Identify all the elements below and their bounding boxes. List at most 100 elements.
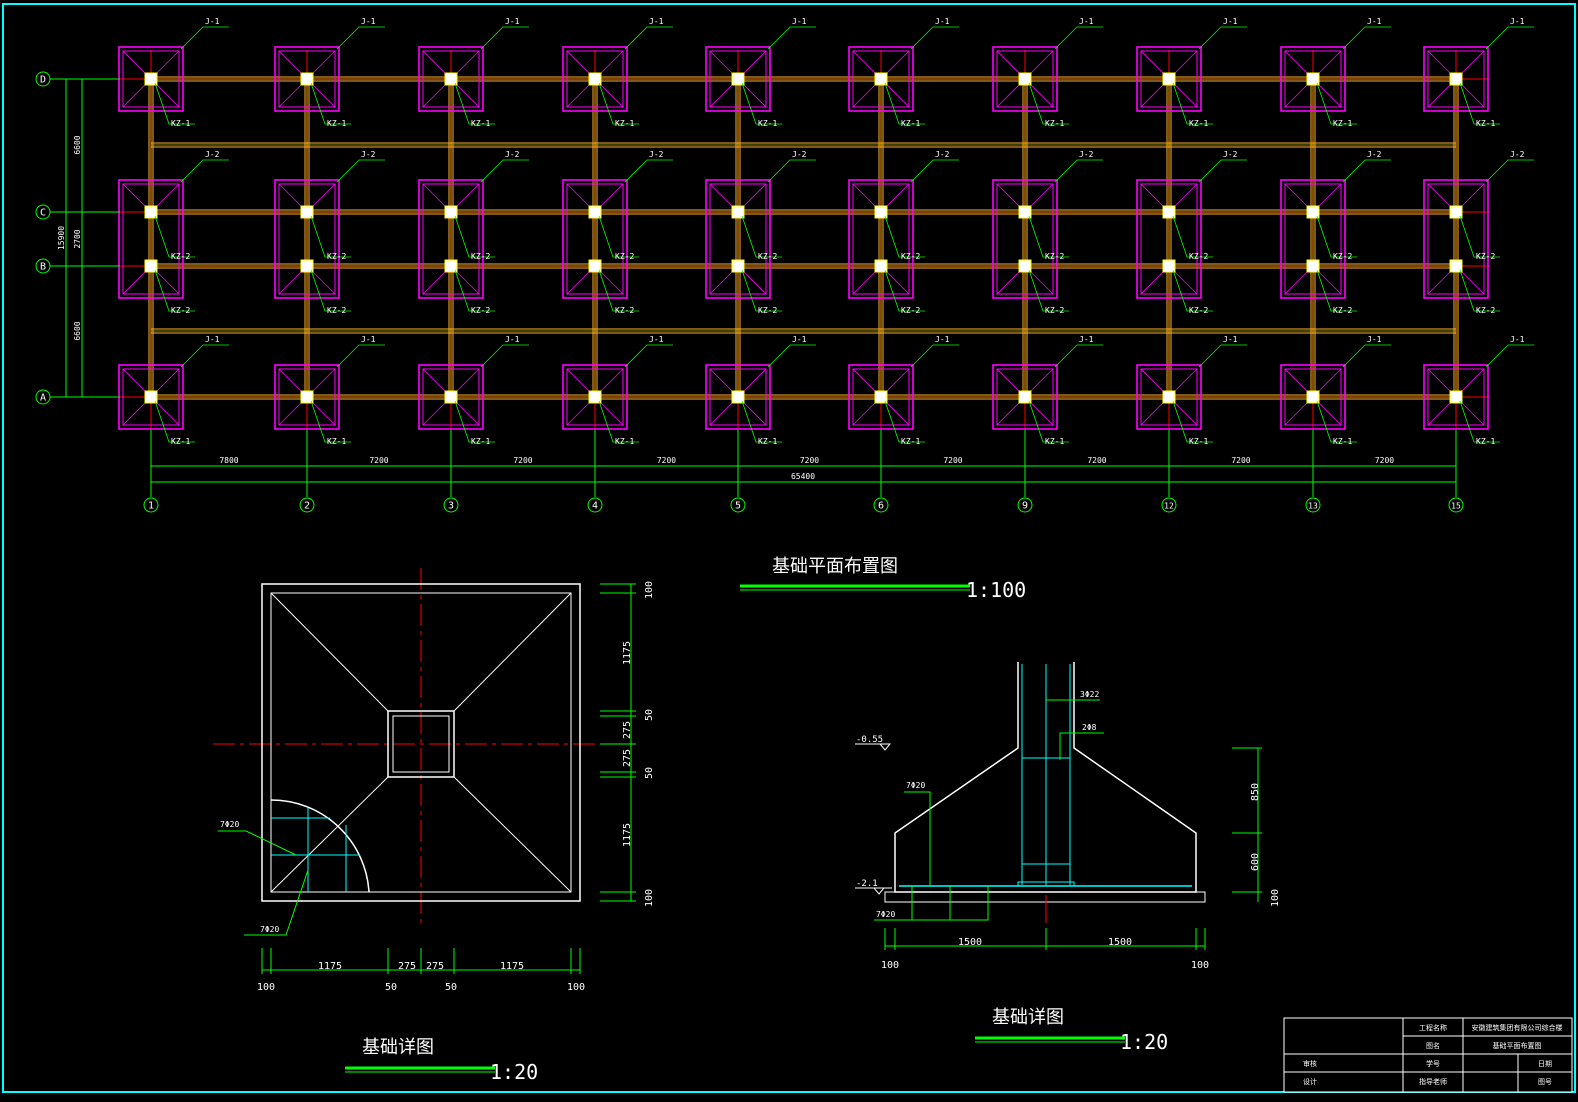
footing-mid-3-diag-2 (598, 183, 624, 209)
footing-bot-9-outer (1423, 364, 1489, 430)
footing-bot-5-diag-3 (852, 400, 878, 426)
dim-bottom-275b: 275 (426, 961, 444, 972)
section-dim-half-left: 1500 (958, 937, 982, 948)
col-dim-span-5: 7200 (943, 456, 962, 465)
footing-top-8-diag-2 (1316, 50, 1342, 76)
tb-drawing-value: 基础平面布置图 (1493, 1041, 1542, 1050)
footing-top-1-inner (278, 50, 336, 108)
column-outline-outer (387, 710, 455, 778)
column-label-mid1-9: KZ-2 (1045, 252, 1064, 261)
footing-mid-6-diag-4 (1028, 269, 1054, 295)
section-cushion (884, 891, 1206, 903)
column-leader-top-6 (884, 82, 925, 125)
foundation-plan: J-1J-2J-1KZ-1KZ-2KZ-2KZ-1J-1J-2J-1KZ-1KZ… (35, 17, 1534, 513)
column-label-bot-6: KZ-1 (901, 437, 920, 446)
column-6-B (874, 259, 888, 273)
row-bubble-label-B: B (40, 262, 46, 273)
column-label-top-2: KZ-1 (327, 119, 346, 128)
footing-mid-5-diag-2 (884, 183, 910, 209)
footing-bot-9-diag-4 (1459, 400, 1485, 426)
column-13-A (1306, 390, 1320, 404)
column-4-C (588, 205, 602, 219)
tb-row2-c: 图号 (1538, 1078, 1552, 1086)
col-bubble-6 (873, 497, 889, 513)
column-1-D (144, 72, 158, 86)
column-leader-mid2-4 (598, 269, 639, 312)
footing-top-9-outer (1423, 46, 1489, 112)
section-title: 基础详图 (992, 1007, 1064, 1028)
footing-mid-6-diag-2 (1028, 183, 1054, 209)
footing-top-1-outer (274, 46, 340, 112)
column-leader-bot-3 (454, 400, 495, 443)
row-dim-b-a: 6600 (73, 321, 82, 340)
footing-mid-7-diag-2 (1172, 183, 1198, 209)
footing-top-6-diag-3 (996, 82, 1022, 108)
col-dim-span-7: 7200 (1231, 456, 1250, 465)
column-leader-bot-13 (1316, 400, 1357, 443)
footing-label-mid-6: J-2 (935, 150, 950, 159)
footing-top-8-diag-3 (1284, 82, 1310, 108)
footing-bot-1-outer (274, 364, 340, 430)
footing-label-top-9: J-1 (1079, 17, 1094, 26)
row-bubble-D (35, 71, 51, 87)
footing-bot-0-diag-2 (154, 368, 180, 394)
footing-bot-6-outer (992, 364, 1058, 430)
column-13-D (1306, 72, 1320, 86)
footing-top-7-diag-3 (1140, 82, 1166, 108)
footing-top-2-diag-4 (454, 82, 480, 108)
column-label-mid1-3: KZ-2 (471, 252, 490, 261)
footing-top-8-outer (1280, 46, 1346, 112)
footing-top-3-diag-3 (566, 82, 592, 108)
footing-bot-5-diag-1 (852, 368, 878, 394)
column-leader-mid2-6 (884, 269, 925, 312)
column-13-C (1306, 205, 1320, 219)
leader-left (904, 791, 931, 886)
footing-bot-9-diag-3 (1427, 400, 1453, 426)
footing-top-0-diag-2 (154, 50, 180, 76)
footing-leader-bot-5 (767, 344, 816, 368)
row-bubble-label-C: C (40, 208, 46, 219)
column-leader-mid1-5 (741, 215, 782, 258)
footing-label-top-1: J-1 (205, 17, 220, 26)
footing-bot-2-outer (418, 364, 484, 430)
footing-mid-2-diag-3 (422, 269, 448, 295)
footing-top-3-inner (566, 50, 624, 108)
dim-right-100a: 100 (644, 581, 655, 599)
col-dim-span-3: 7200 (657, 456, 676, 465)
column-label-mid2-5: KZ-2 (758, 306, 777, 315)
dim-right-275a: 275 (622, 721, 633, 739)
col-dim-total: 65400 (791, 472, 815, 481)
column-2-D (300, 72, 314, 86)
footing-top-2-diag-1 (422, 50, 448, 76)
footing-top-3-diag-2 (598, 50, 624, 76)
col-bubble-label-15: 15 (1451, 502, 1461, 511)
column-leader-top-15 (1459, 82, 1500, 125)
detail-title: 基础详图 (362, 1037, 434, 1058)
footing-top-6-diag-1 (996, 50, 1022, 76)
footing-mid-2-inner (422, 183, 480, 295)
footing-top-9-inner (1427, 50, 1485, 108)
column-leader-top-5 (741, 82, 782, 125)
column-4-B (588, 259, 602, 273)
footing-bot-7-diag-1 (1140, 368, 1166, 394)
footing-top-4-diag-4 (741, 82, 767, 108)
column-leader-bot-6 (884, 400, 925, 443)
column-3-B (444, 259, 458, 273)
column-leader-mid1-12 (1172, 215, 1213, 258)
row-bubble-label-A: A (40, 393, 46, 404)
row-bubble-A (35, 389, 51, 405)
footing-top-9-diag-3 (1427, 82, 1453, 108)
footing-bot-8-diag-1 (1284, 368, 1310, 394)
footing-top-4-outer (705, 46, 771, 112)
elev-bottom-mark (872, 887, 886, 895)
footing-bot-3-inner (566, 368, 624, 426)
footing-bot-5-diag-2 (884, 368, 910, 394)
col-dim-span-1: 7200 (369, 456, 388, 465)
rebar-leader-1 (218, 830, 297, 856)
col-bubble-2 (299, 497, 315, 513)
tb-row2-b: 指导老师 (1419, 1077, 1447, 1086)
footing-top-0-diag-1 (122, 50, 148, 76)
column-5-A (731, 390, 745, 404)
drawing-frame (2, 3, 1576, 1093)
footing-bot-5-outer (848, 364, 914, 430)
